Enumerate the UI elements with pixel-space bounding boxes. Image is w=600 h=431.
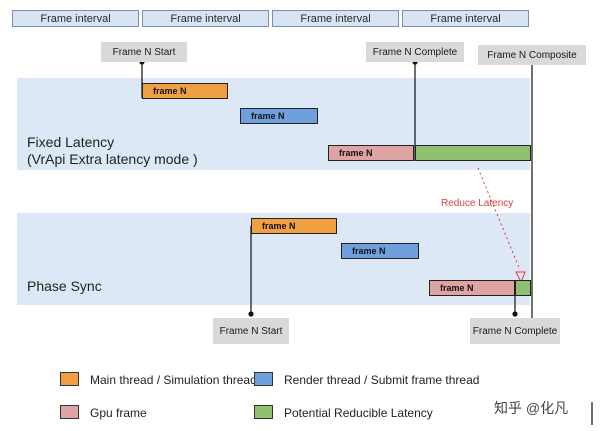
phase-frame-n-start-tag: Frame N Start [213, 318, 289, 344]
fixed-render-thread-bar: frame N [240, 108, 318, 124]
legend-gpu-frame-swatch [60, 405, 79, 419]
fixed-latency-subtitle: (VrApi Extra latency mode ) [27, 151, 198, 167]
reduce-latency-arrow [477, 167, 521, 271]
fixed-latency-title: Fixed Latency [27, 134, 115, 150]
legend-reducible-latency-label: Potential Reducible Latency [284, 406, 433, 420]
frame-interval-1: Frame interval [12, 10, 139, 27]
legend-reducible-latency-swatch [254, 405, 273, 419]
phase-sync-title: Phase Sync [27, 278, 102, 294]
frame-interval-3: Frame interval [272, 10, 399, 27]
phase-gpu-frame-bar: frame N [429, 280, 515, 296]
frame-n-start-tag: Frame N Start [101, 42, 187, 62]
legend-main-thread-label: Main thread / Simulation thread [90, 373, 257, 387]
legend-render-thread-label: Render thread / Submit frame thread [284, 373, 480, 387]
watermark-text: 知乎 @化凡 [494, 400, 569, 416]
phase-frame-n-complete-tag: Frame N Complete [470, 318, 560, 344]
legend-gpu-frame-label: Gpu frame [90, 406, 147, 420]
legend-render-thread-swatch [254, 372, 273, 386]
reduce-latency-label: Reduce Latency [441, 198, 514, 209]
phase-reducible-latency-bar [515, 280, 531, 296]
frame-n-complete-tag: Frame N Complete [366, 42, 464, 62]
phase-main-thread-bar: frame N [251, 218, 337, 234]
frame-interval-2: Frame interval [142, 10, 269, 27]
frame-interval-4: Frame interval [402, 10, 529, 27]
phase-complete-dot [512, 311, 518, 317]
fixed-reducible-latency-bar [415, 145, 531, 161]
fixed-main-thread-bar: frame N [142, 83, 228, 99]
phase-start-dot [248, 311, 254, 317]
legend-main-thread-swatch [60, 372, 79, 386]
phase-render-thread-bar: frame N [341, 243, 419, 259]
reduce-latency-arrowhead [515, 271, 526, 284]
fixed-gpu-frame-bar: frame N [328, 145, 414, 161]
frame-n-composite-tag: Frame N Composite [478, 45, 586, 65]
